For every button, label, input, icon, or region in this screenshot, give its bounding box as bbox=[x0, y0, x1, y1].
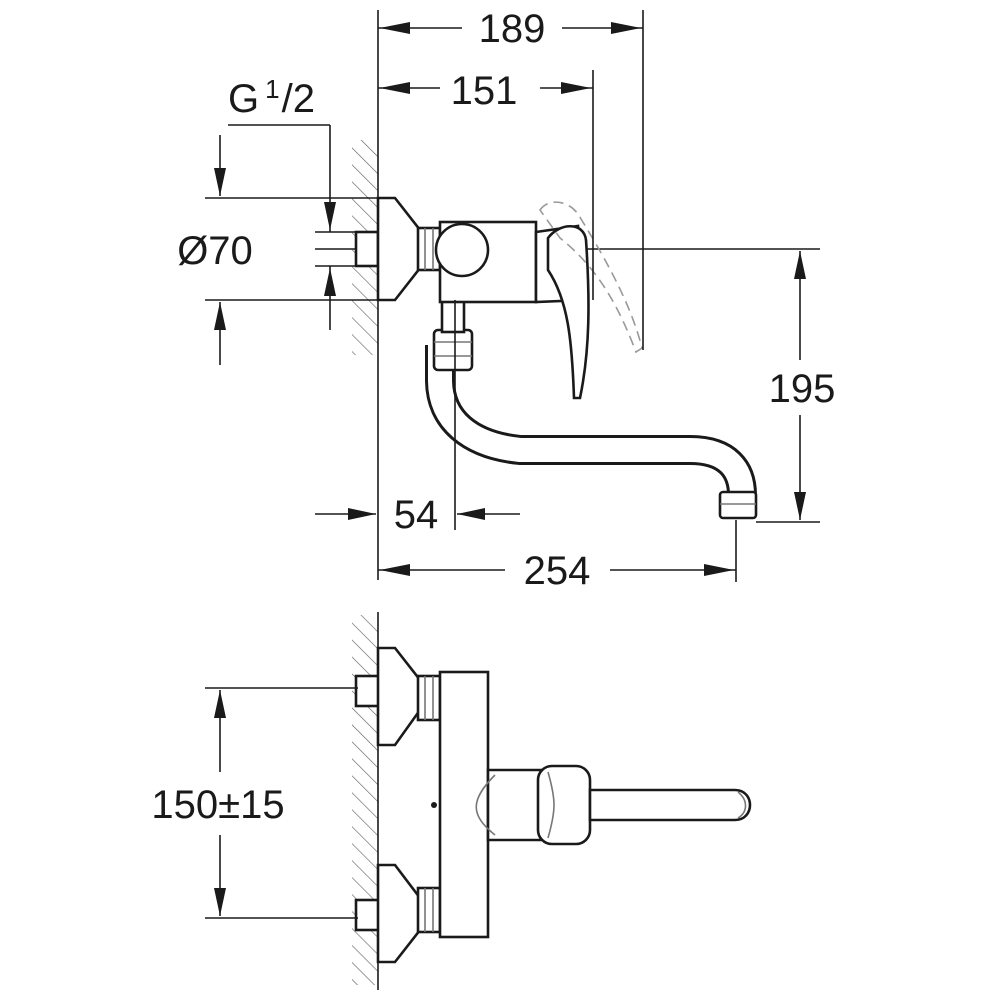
faucet-top-view-icon bbox=[354, 646, 752, 964]
thread-letter: G bbox=[228, 77, 259, 121]
dimension-connection-spacing-label: 150±15 bbox=[151, 783, 284, 827]
dimension-lever-depth: 151 bbox=[378, 69, 594, 300]
dimension-overall-depth: 189 bbox=[378, 7, 644, 350]
thread-denominator: /2 bbox=[282, 77, 315, 121]
dimension-spout-reach-label: 254 bbox=[524, 549, 591, 593]
dimension-lever-depth-label: 151 bbox=[451, 69, 518, 113]
faucet-side-view-icon bbox=[315, 196, 820, 520]
dimension-spout-reach: 254 bbox=[378, 520, 737, 593]
dimension-wall-to-spout: 54 bbox=[315, 300, 520, 537]
dimension-overall-depth-label: 189 bbox=[479, 7, 546, 51]
dimension-rosette-diameter: Ø70 bbox=[177, 135, 378, 365]
wall-hatch-icon bbox=[352, 10, 379, 580]
dimension-outlet-height: 195 bbox=[756, 251, 836, 523]
dimension-connection-spacing: 150±15 bbox=[151, 687, 358, 919]
dimension-wall-to-spout-label: 54 bbox=[394, 493, 439, 537]
wall-hatch-icon bbox=[352, 612, 379, 990]
dimension-rosette-diameter-label: Ø70 bbox=[177, 229, 253, 273]
dimension-outlet-height-label: 195 bbox=[769, 367, 836, 411]
thread-numerator: 1 bbox=[265, 74, 279, 104]
